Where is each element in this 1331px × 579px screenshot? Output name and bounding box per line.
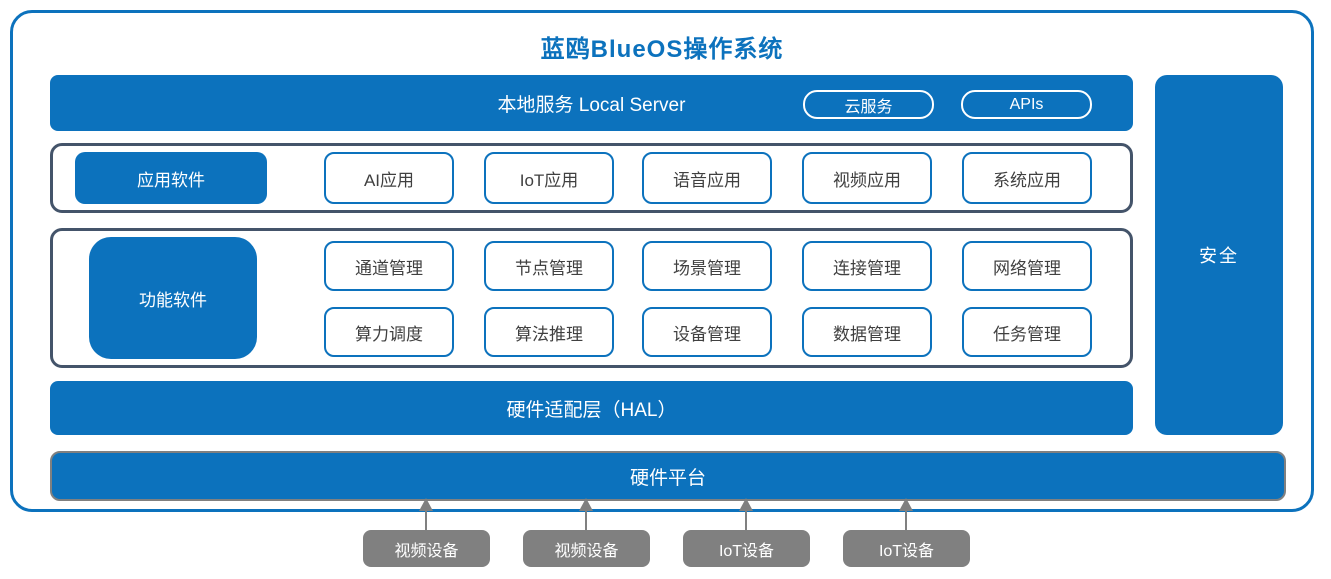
func-item-node-mgmt: 节点管理 <box>484 241 614 291</box>
app-software-section: 应用软件 AI应用 IoT应用 语音应用 视频应用 系统应用 <box>50 143 1133 213</box>
func-item-compute-scheduling: 算力调度 <box>324 307 454 357</box>
func-item-network-mgmt: 网络管理 <box>962 241 1092 291</box>
arrow-head-icon <box>419 498 433 511</box>
arrow-shaft <box>425 509 427 530</box>
func-item-connection-mgmt: 连接管理 <box>802 241 932 291</box>
arrow-head-icon <box>899 498 913 511</box>
app-item-voice: 语音应用 <box>642 152 772 204</box>
device-box-video-1: 视频设备 <box>363 530 490 567</box>
func-software-label-box: 功能软件 <box>89 237 257 359</box>
hal-bar: 硬件适配层（HAL） <box>50 381 1133 435</box>
app-item-video: 视频应用 <box>802 152 932 204</box>
up-arrow-icon <box>899 498 913 530</box>
security-label: 安全 <box>1199 246 1239 266</box>
device-box-video-2: 视频设备 <box>523 530 650 567</box>
blueos-diagram-frame: 蓝鸥BlueOS操作系统 本地服务 Local Server 云服务 APIs … <box>10 10 1314 512</box>
app-software-label-box: 应用软件 <box>75 152 267 204</box>
up-arrow-icon <box>579 498 593 530</box>
func-software-section: 功能软件 通道管理 节点管理 场景管理 连接管理 网络管理 算力调度 算法推理 … <box>50 228 1133 368</box>
func-item-device-mgmt: 设备管理 <box>642 307 772 357</box>
device-box-iot-1: IoT设备 <box>683 530 810 567</box>
func-item-task-mgmt: 任务管理 <box>962 307 1092 357</box>
up-arrow-icon <box>739 498 753 530</box>
func-item-data-mgmt: 数据管理 <box>802 307 932 357</box>
func-item-channel-mgmt: 通道管理 <box>324 241 454 291</box>
local-server-label: 本地服务 Local Server <box>497 94 686 116</box>
security-column: 安全 <box>1155 75 1283 435</box>
hardware-platform-label: 硬件平台 <box>629 467 706 489</box>
local-server-bar: 本地服务 Local Server 云服务 APIs <box>50 75 1133 131</box>
arrow-shaft <box>585 509 587 530</box>
page-title: 蓝鸥BlueOS操作系统 <box>540 36 784 63</box>
func-item-algorithm-inference: 算法推理 <box>484 307 614 357</box>
arrow-shaft <box>745 509 747 530</box>
up-arrow-icon <box>419 498 433 530</box>
cloud-service-pill: 云服务 <box>803 90 934 119</box>
func-item-scene-mgmt: 场景管理 <box>642 241 772 291</box>
apis-pill: APIs <box>961 90 1092 119</box>
arrow-head-icon <box>739 498 753 511</box>
hal-label: 硬件适配层（HAL） <box>506 399 677 421</box>
app-item-ai: AI应用 <box>324 152 454 204</box>
app-item-system: 系统应用 <box>962 152 1092 204</box>
hardware-platform-bar: 硬件平台 <box>50 451 1286 501</box>
device-box-iot-2: IoT设备 <box>843 530 970 567</box>
arrow-head-icon <box>579 498 593 511</box>
arrow-shaft <box>905 509 907 530</box>
app-item-iot: IoT应用 <box>484 152 614 204</box>
